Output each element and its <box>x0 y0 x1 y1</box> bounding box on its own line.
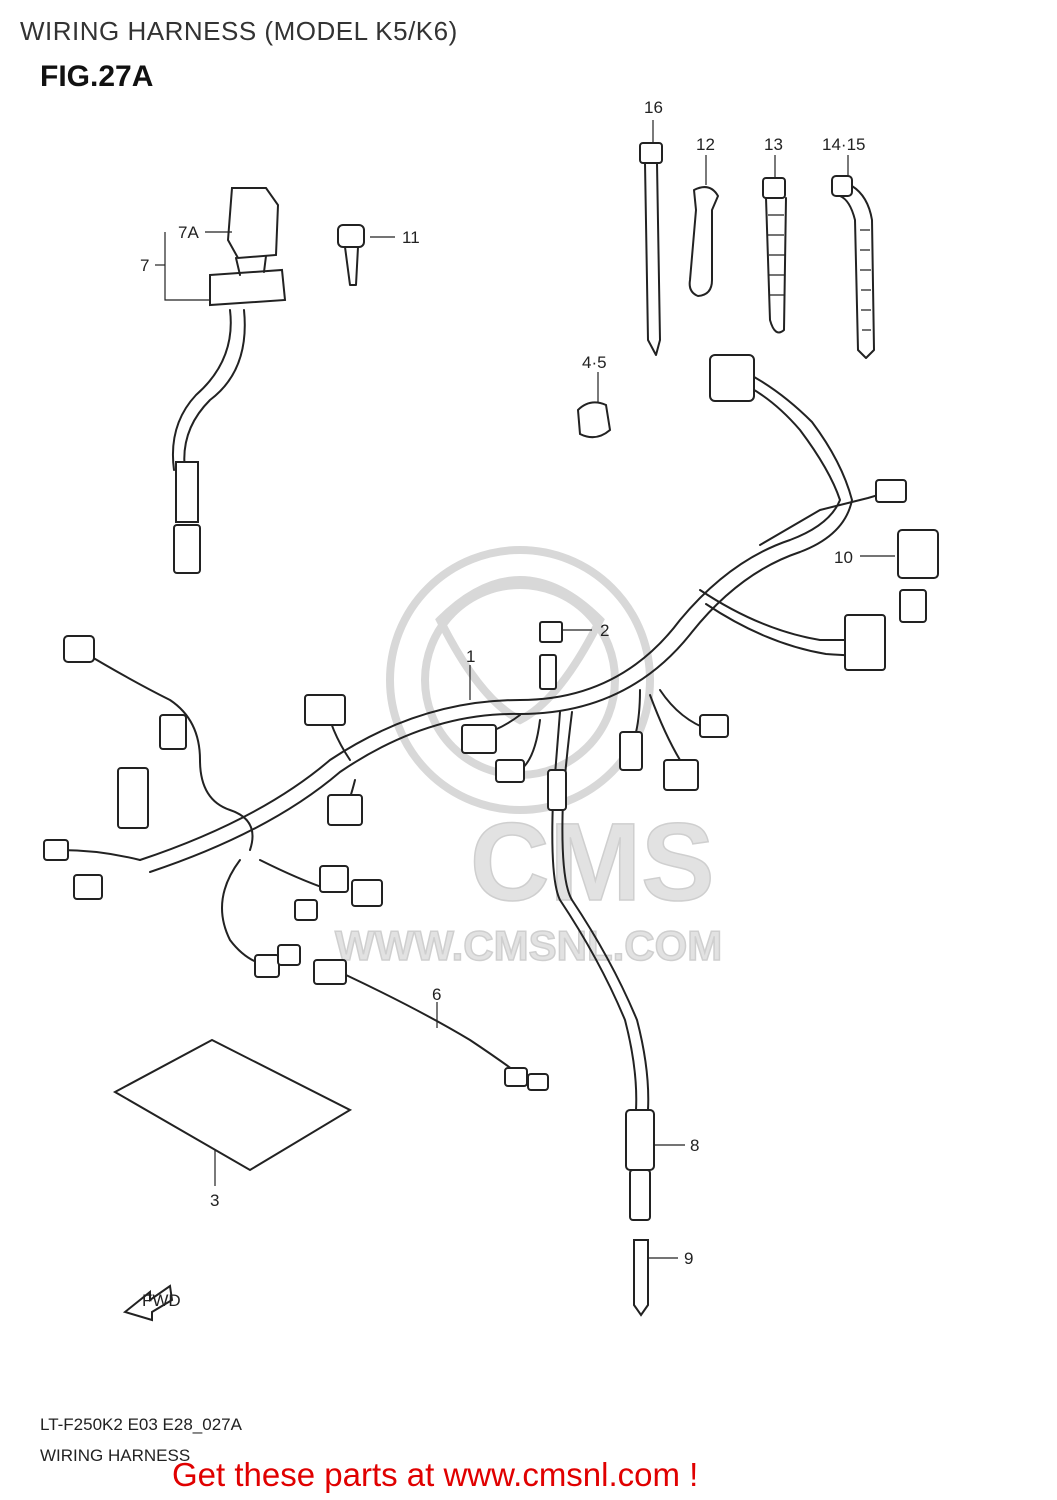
part-7-ignition-switch <box>155 187 287 574</box>
page-title: WIRING HARNESS (MODEL K5/K6) <box>20 16 458 46</box>
part-10-relay <box>860 529 939 579</box>
watermark-brand: CMS <box>470 801 714 924</box>
diagram-code: LT-F250K2 E03 E28_027A <box>40 1415 242 1434</box>
callout-2: 2 <box>600 621 609 640</box>
callout-6: 6 <box>432 985 441 1004</box>
watermark-url: WWW.CMSNL.COM <box>335 922 722 969</box>
watermark-logo: CMS WWW.CMSNL.COM <box>334 546 723 970</box>
callout-7: 7 <box>140 256 149 275</box>
part-12-clamp <box>688 155 719 297</box>
callout-9: 9 <box>684 1249 693 1268</box>
part-6-lead-wire <box>313 959 549 1091</box>
callout-3: 3 <box>210 1191 219 1210</box>
diagram-caption: WIRING HARNESS <box>40 1446 191 1465</box>
callout-8: 8 <box>690 1136 699 1155</box>
callout-1: 1 <box>466 647 475 666</box>
callout-12: 12 <box>696 135 715 154</box>
part-13-strap <box>762 155 787 334</box>
callout-11: 11 <box>402 228 420 247</box>
promo-link[interactable]: Get these parts at www.cmsnl.com ! <box>172 1456 699 1493</box>
callout-14-15: 14·15 <box>822 135 865 154</box>
part-2-fuse <box>539 621 592 643</box>
callout-10: 10 <box>834 548 853 567</box>
part-3-insulator-sheet <box>112 1038 353 1186</box>
callout-7a: 7A <box>178 223 199 242</box>
part-1-main-harness <box>43 354 927 1111</box>
callout-4-5: 4·5 <box>582 353 607 372</box>
part-4-5-clip <box>576 372 612 439</box>
figure-label: FIG.27A <box>40 60 154 93</box>
callout-16: 16 <box>644 98 663 117</box>
part-14-15-tie <box>831 155 875 359</box>
part-16-cable-tie <box>639 120 663 356</box>
part-8-sensor <box>625 1109 685 1221</box>
forward-direction-arrow: FWD <box>122 1284 181 1322</box>
part-9-sleeve <box>633 1239 678 1317</box>
part-11-key <box>337 224 395 286</box>
callout-13: 13 <box>764 135 783 154</box>
fwd-label: FWD <box>142 1291 181 1310</box>
